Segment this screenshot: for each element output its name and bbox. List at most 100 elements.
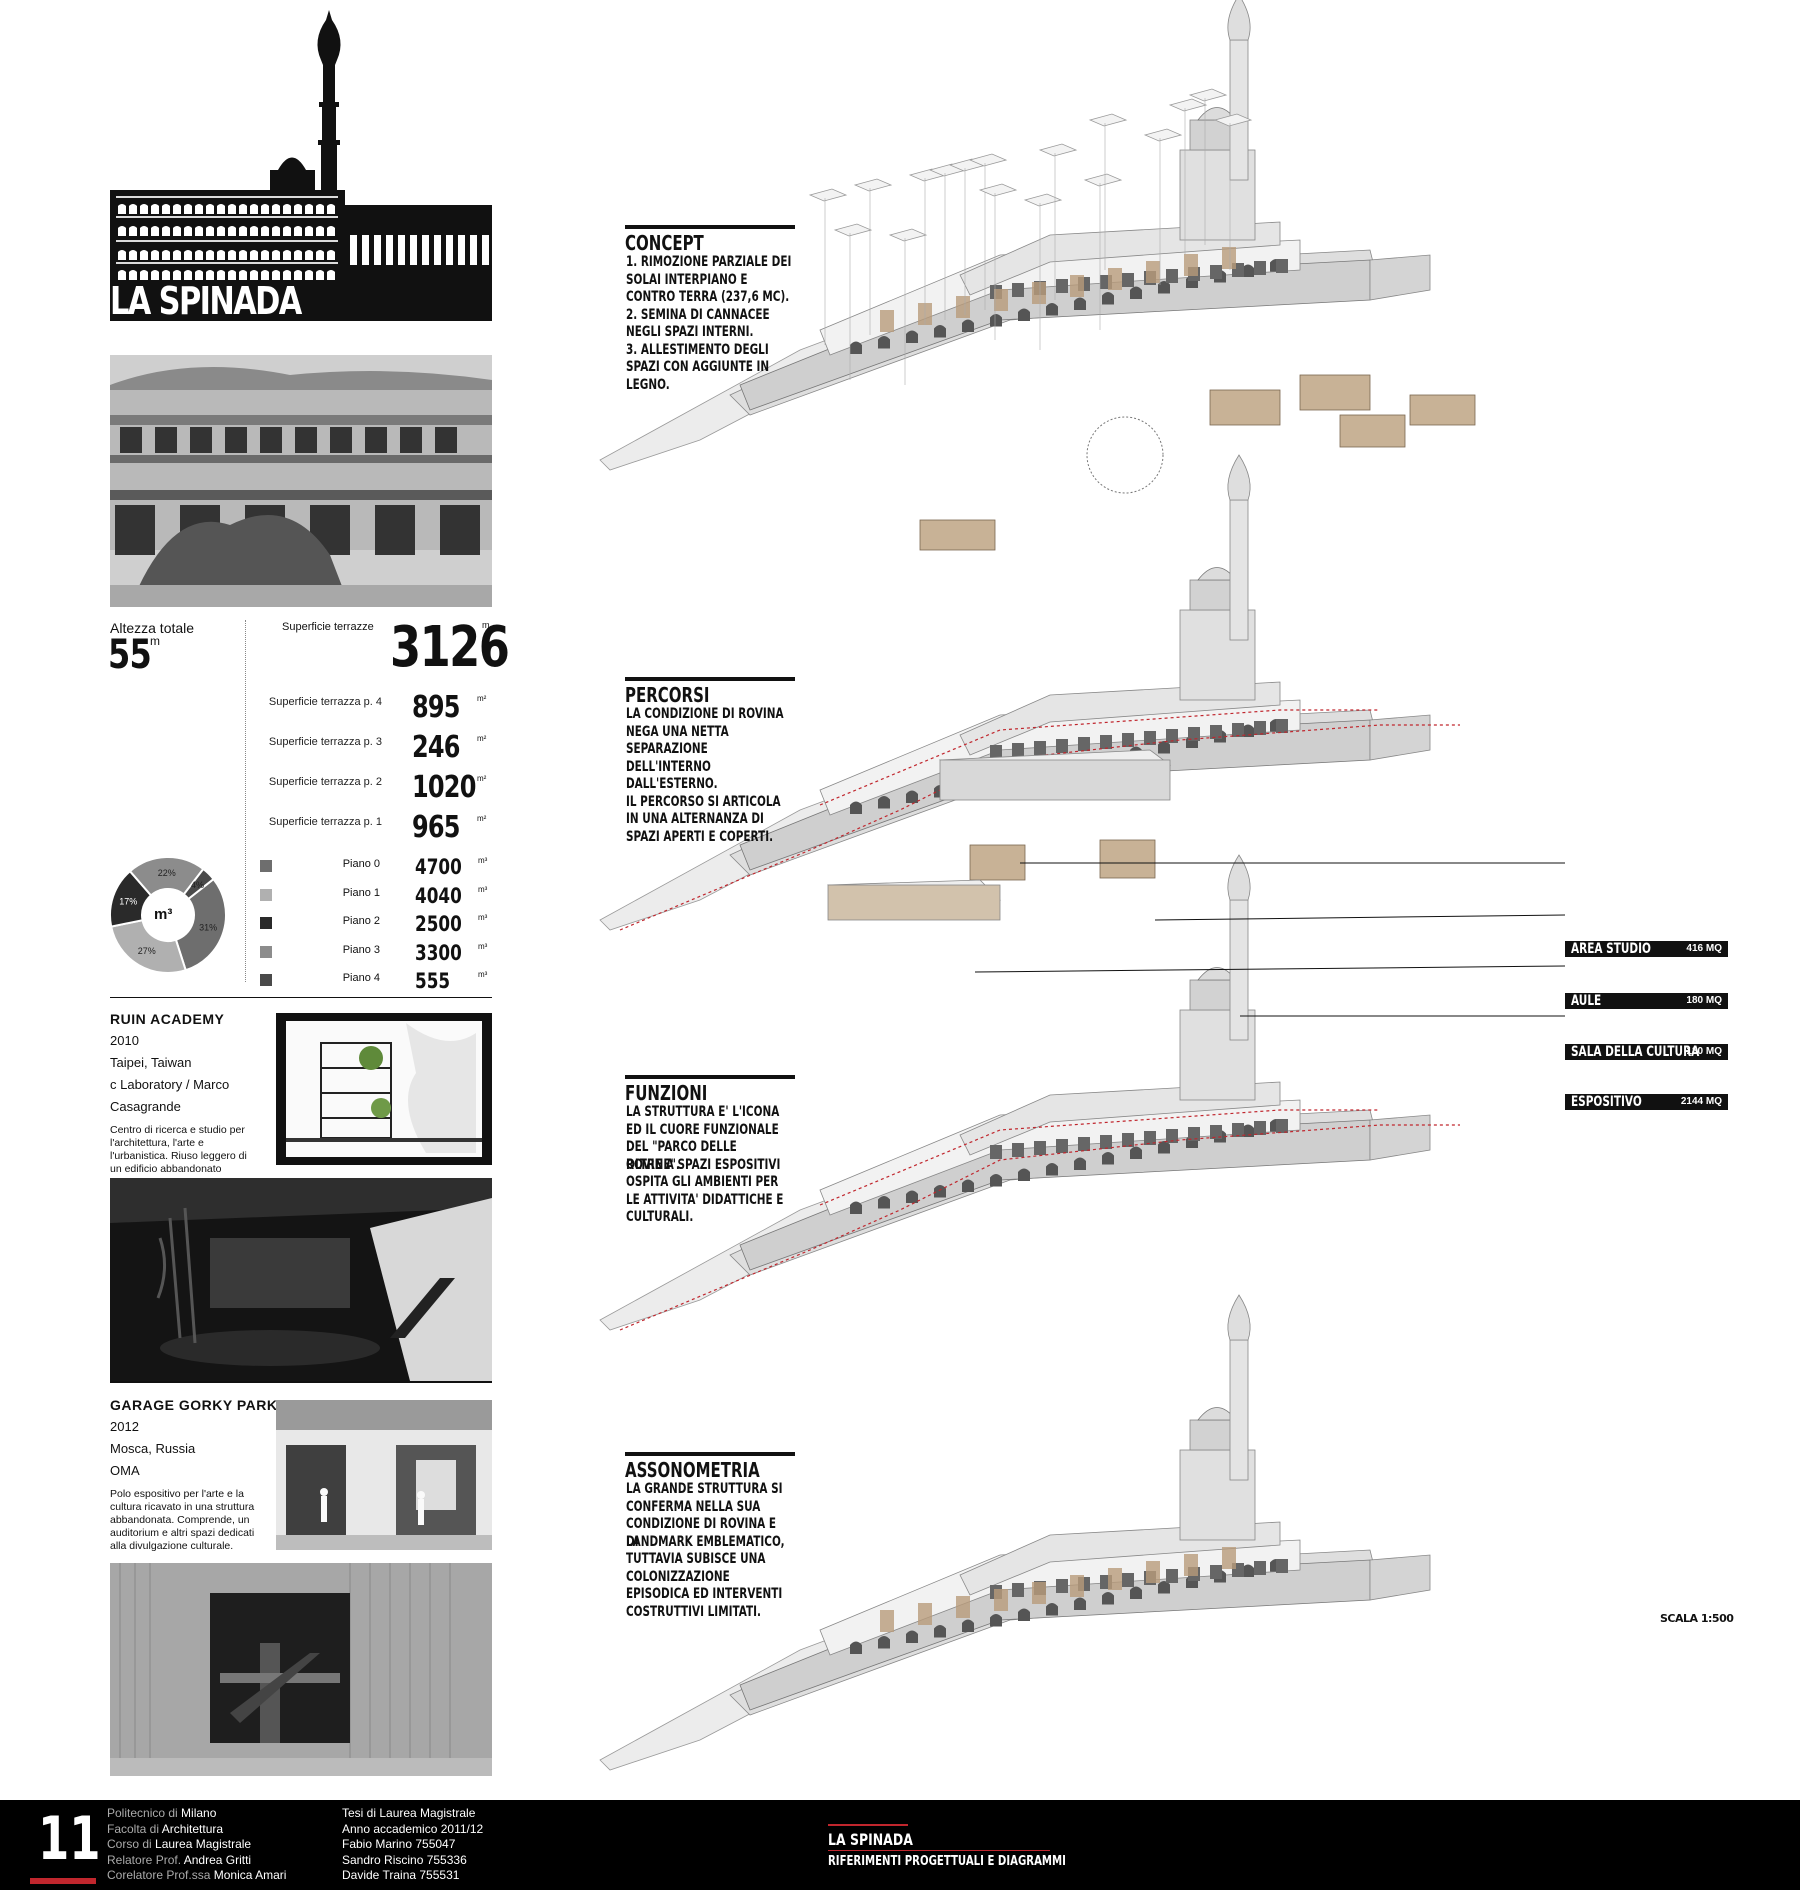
footer-info-line: Politecnico di Milano xyxy=(107,1806,286,1822)
section-body-line: NEGA UNA NETTA xyxy=(626,723,729,740)
footer-thesis-line: Sandro Riscino 755336 xyxy=(342,1852,467,1867)
footer-info-prefix: Corelatore Prof.ssa xyxy=(107,1868,214,1882)
terrace-label: Superficie terrazza p. 2 xyxy=(268,776,382,788)
function-legend-area: 2144 MQ xyxy=(1680,1096,1722,1107)
section-body-line: LANDMARK EMBLEMATICO, xyxy=(626,1533,785,1550)
function-legend-label: SALA DELLA CULTURA xyxy=(1571,1044,1700,1060)
function-legend-area: 416 MQ xyxy=(1686,943,1722,954)
volume-value: 4040 xyxy=(415,883,462,908)
terraces-label: Superficie terrazze xyxy=(282,621,374,633)
terrace-label: Superficie terrazza p. 4 xyxy=(268,696,382,708)
section-body-line: COSTRUTTIVI LIMITATI. xyxy=(626,1603,762,1620)
section-body-line: LEGNO. xyxy=(626,376,670,393)
terrace-unit: m² xyxy=(477,694,487,703)
terrace-label: Superficie terrazza p. 3 xyxy=(268,736,382,748)
section-heading-rule xyxy=(625,1075,795,1079)
terrace-unit: m² xyxy=(477,774,487,783)
terraces-unit: m xyxy=(482,620,490,630)
footer-info-value: Monica Amari xyxy=(213,1868,287,1882)
section-body-line: DALL'ESTERNO. xyxy=(626,776,718,792)
building-photo xyxy=(110,355,492,607)
footer-info-prefix: Politecnico di xyxy=(107,1806,182,1820)
section-heading-block: ASSONOMETRIA xyxy=(625,1452,795,1482)
footer-info-value: Architettura xyxy=(161,1821,224,1836)
footer-subtitle: RIFERIMENTI PROGETTUALI E DIAGRAMMI xyxy=(828,1854,1066,1869)
footer-info-value: Laurea Magistrale xyxy=(155,1837,252,1851)
section-heading-rule xyxy=(625,1452,795,1456)
ref1-year: 2010 xyxy=(110,1033,139,1048)
section-body-line: OSPITA GLI AMBIENTI PER xyxy=(626,1174,779,1190)
volume-swatch xyxy=(260,974,272,986)
section-body-line: TUTTAVIA SUBISCE UNA xyxy=(626,1551,766,1567)
function-legend-label: AULE xyxy=(1571,993,1602,1009)
section-body-line: LA CONDIZIONE DI ROVINA xyxy=(626,706,784,722)
function-legend-area: 180 MQ xyxy=(1686,995,1722,1006)
divider-line-2 xyxy=(110,1381,492,1383)
footer-info-line: Corso di Laurea Magistrale xyxy=(107,1837,286,1853)
section-body-line: OLTRE A SPAZI ESPOSITIVI xyxy=(626,1156,781,1173)
section-body-line: IN UNA ALTERNANZA DI xyxy=(626,811,764,827)
footer-title-accent xyxy=(828,1824,908,1826)
divider-line xyxy=(110,997,492,998)
section-body-line: IL PERCORSO SI ARTICOLA xyxy=(626,793,781,810)
volume-value: 4700 xyxy=(415,855,462,879)
footer-thesis-line: Davide Traina 755531 xyxy=(342,1868,460,1882)
footer-thesis-line: Tesi di Laurea Magistrale xyxy=(342,1806,476,1820)
donut-slice-label: 27% xyxy=(138,946,156,956)
footer-info-value: Milano xyxy=(181,1806,217,1820)
section-body-line: DEL "PARCO DELLE ROVINE". xyxy=(626,1139,737,1173)
function-legend-label: AREA STUDIO xyxy=(1571,941,1651,957)
section-body-line: DELL'INTERNO xyxy=(626,758,711,775)
volume-swatch xyxy=(260,860,272,872)
section-body-line: LE ATTIVITA' DIDATTICHE E xyxy=(626,1191,784,1208)
terraces-value: 3126 xyxy=(390,615,510,680)
building-silhouette xyxy=(110,10,492,285)
ref1-author: c Laboratory / Marco xyxy=(110,1077,230,1092)
donut-slice-label: 17% xyxy=(119,896,137,906)
page-number: 11 xyxy=(38,1804,101,1874)
height-unit: m xyxy=(150,634,160,648)
function-legend-label: ESPOSITIVO xyxy=(1571,1094,1642,1110)
section-heading: CONCEPT xyxy=(625,231,704,255)
section-body-line: NEGLI SPAZI INTERNI. xyxy=(626,324,754,340)
height-value: 55 xyxy=(108,632,152,678)
scale-label: SCALA 1:500 xyxy=(1660,1612,1734,1625)
volume-swatch xyxy=(260,917,272,929)
volume-unit: m³ xyxy=(478,941,488,951)
page-number-underline xyxy=(30,1878,96,1884)
section-body-line: SPAZI APERTI E COPERTI. xyxy=(626,828,774,845)
section-body-line: LA GRANDE STRUTTURA SI xyxy=(626,1481,783,1497)
ref1-author-cont: Casagrande xyxy=(110,1099,181,1114)
building-axonometry xyxy=(599,0,1476,551)
donut-center-label: m³ xyxy=(154,906,173,923)
volume-unit: m³ xyxy=(478,913,488,922)
section-heading-rule xyxy=(625,225,795,229)
volume-unit: m³ xyxy=(478,970,488,979)
section-body-line: 1. RIMOZIONE PARZIALE DEI xyxy=(626,254,792,270)
footer-info-prefix: Corso di xyxy=(107,1837,156,1851)
section-body-line: LA STRUTTURA E' L'ICONA xyxy=(626,1104,780,1120)
ref2-title: GARAGE GORKY PARK xyxy=(110,1397,278,1413)
volume-floor-label: Piano 0 xyxy=(342,858,380,870)
axonometric-diagrams xyxy=(599,0,1566,1771)
volume-donut-chart: 31%27%17%22%4% xyxy=(109,856,227,974)
donut-slice-label: 4% xyxy=(191,880,204,890)
footer-info-line: Facolta di Architettura xyxy=(107,1822,286,1838)
volume-value: 2500 xyxy=(415,912,462,936)
section-body-line: SOLAI INTERPIANO E xyxy=(626,271,748,288)
building-axonometry xyxy=(599,749,1566,1331)
footer-title-rule xyxy=(828,1850,1050,1851)
volume-floor-label: Piano 2 xyxy=(342,915,380,927)
ref2-description: Polo espositivo per l'arte e la cultura … xyxy=(110,1488,255,1552)
ref2-render xyxy=(276,1400,492,1550)
ref1-interior-photo xyxy=(110,1178,492,1381)
section-body-line: CONFERMA NELLA SUA xyxy=(626,1498,761,1515)
section-body-line: CULTURALI. xyxy=(626,1209,694,1225)
volume-value: 3300 xyxy=(415,940,462,965)
section-body-line: COLONIZZAZIONE xyxy=(626,1568,730,1585)
ref2-year: 2012 xyxy=(110,1419,139,1434)
ref1-description: Centro di ricerca e studio per l'archite… xyxy=(110,1124,247,1175)
terrace-value: 965 xyxy=(412,810,460,845)
terrace-unit: m² xyxy=(477,814,487,823)
volume-unit: m³ xyxy=(478,884,488,894)
